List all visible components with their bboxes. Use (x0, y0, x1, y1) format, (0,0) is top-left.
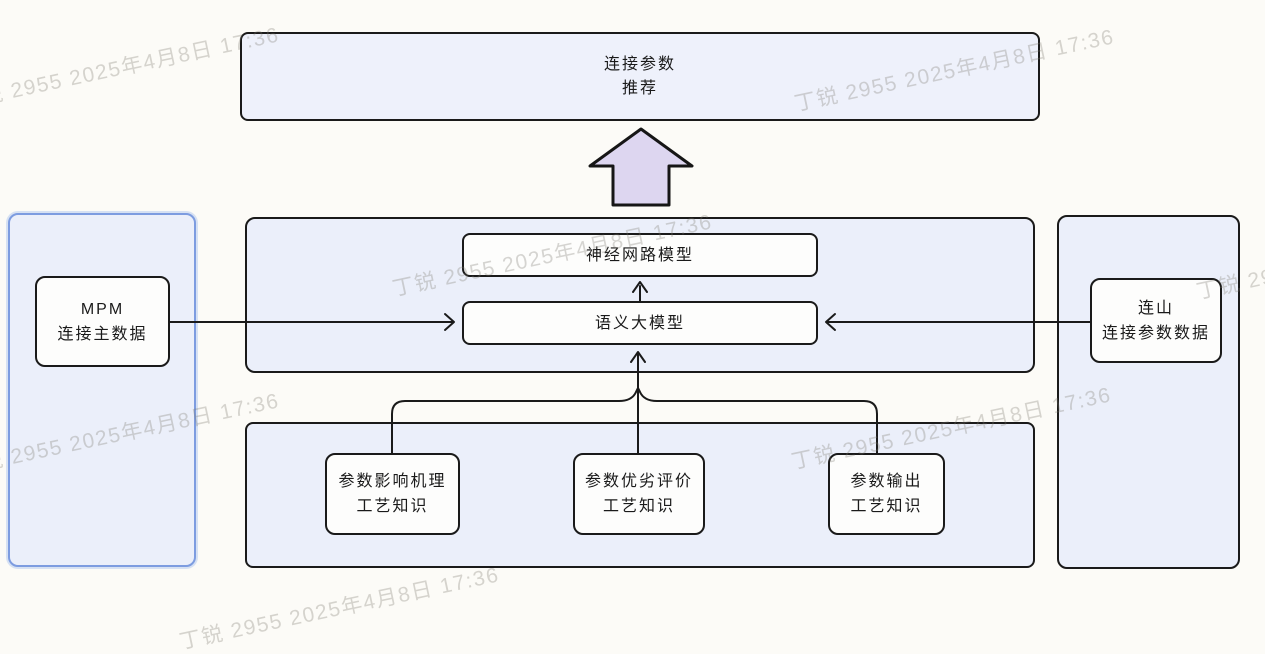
semantic-model-node: 语义大模型 (462, 301, 818, 345)
mpm-data-panel (8, 213, 196, 567)
knowledge-node-evaluation: 参数优劣评价 工艺知识 (573, 453, 705, 535)
knowledge-node-output: 参数输出 工艺知识 (828, 453, 945, 535)
knowledge-node-3-line1: 参数输出 (850, 473, 923, 490)
connector-layer (169, 127, 1091, 454)
knowledge-node-mechanism: 参数影响机理 工艺知识 (325, 453, 460, 535)
semantic-model-label: 语义大模型 (594, 314, 685, 332)
mpm-node: MPM 连接主数据 (35, 276, 170, 367)
arrow-mpm-to-semantic (169, 313, 455, 331)
result-node-line1: 连接参数 (603, 55, 676, 73)
arrow-knowledge-to-semantic (391, 351, 878, 454)
result-node-line2: 推荐 (621, 79, 658, 97)
knowledge-node-2-line2: 工艺知识 (602, 498, 675, 515)
arrow-semantic-to-neural (632, 281, 648, 302)
lianshan-data-panel (1057, 215, 1240, 569)
knowledge-node-3-line2: 工艺知识 (850, 498, 923, 515)
mpm-node-line1: MPM (80, 300, 125, 318)
neural-network-node: 神经网路模型 (462, 233, 818, 277)
mpm-node-line2: 连接主数据 (57, 325, 148, 343)
lianshan-node-line2: 连接参数数据 (1101, 324, 1210, 342)
lianshan-node: 连山 连接参数数据 (1090, 278, 1222, 363)
knowledge-node-2-line1: 参数优劣评价 (584, 473, 693, 490)
lianshan-node-line1: 连山 (1137, 299, 1174, 317)
result-node: 连接参数 推荐 (240, 32, 1040, 121)
knowledge-node-1-line2: 工艺知识 (356, 498, 429, 515)
knowledge-node-1-line1: 参数影响机理 (338, 473, 447, 490)
neural-network-label: 神经网路模型 (585, 246, 694, 264)
arrow-lianshan-to-semantic (825, 313, 1091, 331)
big-up-arrow (588, 127, 694, 207)
